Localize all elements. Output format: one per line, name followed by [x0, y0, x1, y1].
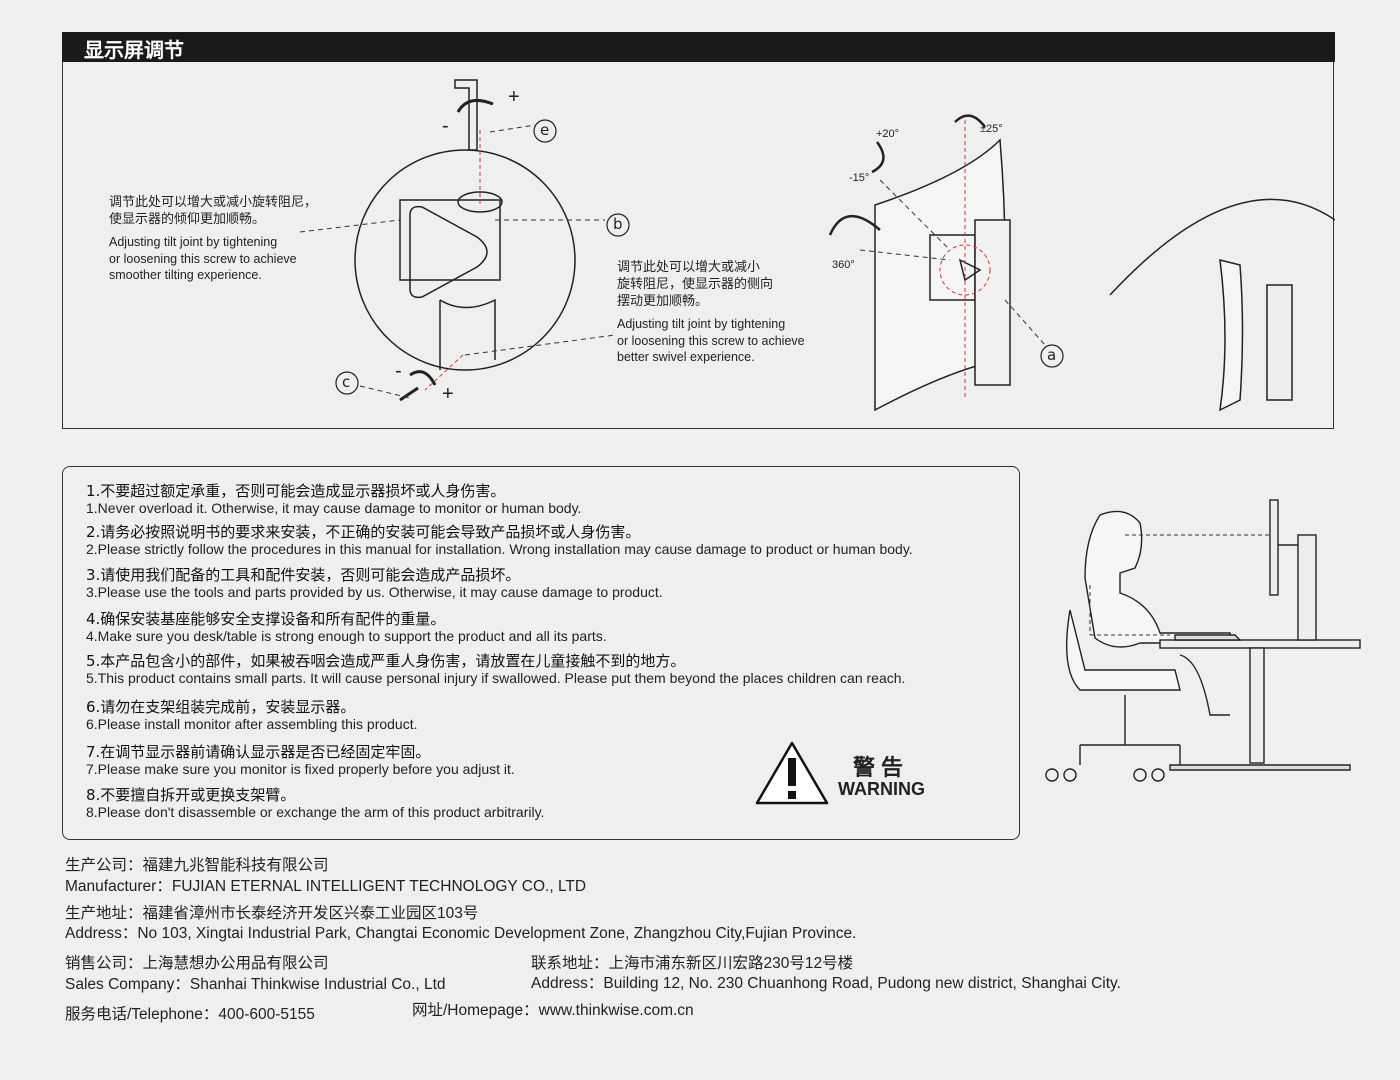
- warning-text-en: 1.Never overload it. Otherwise, it may c…: [86, 500, 582, 516]
- warning-item: 5.本产品包含小的部件，如果被吞咽会造成严重人身伤害，请放置在儿童接触不到的地方…: [86, 652, 905, 687]
- warning-text-en: 8.Please don't disassemble or exchange t…: [86, 804, 545, 820]
- warning-text-cn: 1.不要超过额定承重，否则可能会造成显示器损坏或人身伤害。: [86, 482, 506, 500]
- warning-text-en: 4.Make sure you desk/table is strong eno…: [86, 628, 607, 644]
- warning-text-en: 3.Please use the tools and parts provide…: [86, 584, 663, 600]
- warning-text-en: 5.This product contains small parts. It …: [86, 670, 906, 686]
- manufacturer-en: Manufacturer：FUJIAN ETERNAL INTELLIGENT …: [65, 878, 587, 895]
- warning-text-cn: 8.不要擅自拆开或更换支架臂。: [86, 786, 296, 804]
- tilt-up-angle: +20°: [876, 128, 900, 140]
- section-title-bar: [62, 32, 1335, 62]
- rotate-angle: 360°: [832, 259, 855, 271]
- joint-detail-illustration: [299, 79, 616, 402]
- address-cn: 生产地址：福建省漳州市长泰经济开发区兴泰工业园区103号: [65, 905, 479, 922]
- warning-item: 4.确保安装基座能够安全支撑设备和所有配件的重量。4.Make sure you…: [86, 610, 607, 645]
- homepage-link[interactable]: 网址/Homepage：www.thinkwise.com.cn: [412, 1002, 694, 1019]
- contact-address-cn: 联系地址：上海市浦东新区川宏路230号12号楼: [531, 955, 854, 972]
- warning-label-en: WARNING: [838, 779, 925, 799]
- sales-company-en: Sales Company：Shanhai Thinkwise Industri…: [65, 976, 446, 993]
- callout-circles: [335, 119, 1064, 395]
- contact-address-en: Address：Building 12, No. 230 Chuanhong R…: [531, 975, 1121, 992]
- warning-text-cn: 6.请勿在支架组装完成前，安装显示器。: [86, 698, 356, 716]
- minus-sign: -: [395, 360, 402, 382]
- section-title: 显示屏调节: [84, 38, 184, 62]
- swivel-note: 调节此处可以增大或减小 旋转阻尼，使显示器的侧向 摆动更加顺畅。 Adjusti…: [617, 260, 805, 364]
- warning-label-cn: 警告: [853, 756, 910, 781]
- address-en: Address：No 103, Xingtai Industrial Park,…: [65, 925, 857, 942]
- warning-text-en: 7.Please make sure you monitor is fixed …: [86, 761, 515, 777]
- warning-item: 6.请勿在支架组装完成前，安装显示器。6.Please install moni…: [86, 698, 418, 733]
- swivel-angle: ±25°: [980, 123, 1003, 135]
- warning-text-cn: 5.本产品包含小的部件，如果被吞咽会造成严重人身伤害，请放置在儿童接触不到的地方…: [86, 652, 686, 670]
- monitor-stand-illustration: [828, 114, 1335, 412]
- callout-c: c: [342, 373, 351, 391]
- hex-key-top: [454, 79, 478, 151]
- warning-triangle-icon: [755, 741, 829, 805]
- telephone: 服务电话/Telephone：400-600-5155: [65, 1006, 315, 1023]
- minus-sign: -: [442, 115, 449, 137]
- warning-item: 1.不要超过额定承重，否则可能会造成显示器损坏或人身伤害。1.Never ove…: [86, 482, 581, 517]
- warnings-box: [62, 466, 1020, 840]
- warning-text-en: 2.Please strictly follow the procedures …: [86, 541, 913, 557]
- warning-item: 3.请使用我们配备的工具和配件安装，否则可能会造成产品损坏。3.Please u…: [86, 566, 663, 601]
- callout-a: a: [1047, 346, 1057, 364]
- warning-text-cn: 3.请使用我们配备的工具和配件安装，否则可能会造成产品损坏。: [86, 566, 521, 584]
- plus-sign: +: [508, 86, 520, 108]
- sales-company-cn: 销售公司：上海慧想办公用品有限公司: [65, 955, 329, 972]
- warning-text-cn: 4.确保安装基座能够安全支撑设备和所有配件的重量。: [86, 610, 446, 628]
- warning-item: 7.在调节显示器前请确认显示器是否已经固定牢固。7.Please make su…: [86, 743, 515, 778]
- callout-e: e: [540, 121, 550, 139]
- warning-text-en: 6.Please install monitor after assemblin…: [86, 716, 418, 732]
- manufacturer-cn: 生产公司：福建九兆智能科技有限公司: [65, 857, 329, 874]
- warning-text-cn: 2.请务必按照说明书的要求来安装，不正确的安装可能会导致产品损坏或人身伤害。: [86, 523, 641, 541]
- tilt-down-angle: -15°: [849, 172, 870, 184]
- callout-b: b: [613, 215, 623, 233]
- plus-sign: +: [442, 383, 454, 405]
- warning-text-cn: 7.在调节显示器前请确认显示器是否已经固定牢固。: [86, 743, 431, 761]
- ergonomic-posture-illustration: [1045, 499, 1361, 782]
- warning-item: 8.不要擅自拆开或更换支架臂。8.Please don't disassembl…: [86, 786, 544, 821]
- tilt-note: 调节此处可以增大或减小旋转阻尼， 使显示器的倾仰更加顺畅。 Adjusting …: [109, 195, 318, 282]
- warning-item: 2.请务必按照说明书的要求来安装，不正确的安装可能会导致产品损坏或人身伤害。2.…: [86, 523, 913, 558]
